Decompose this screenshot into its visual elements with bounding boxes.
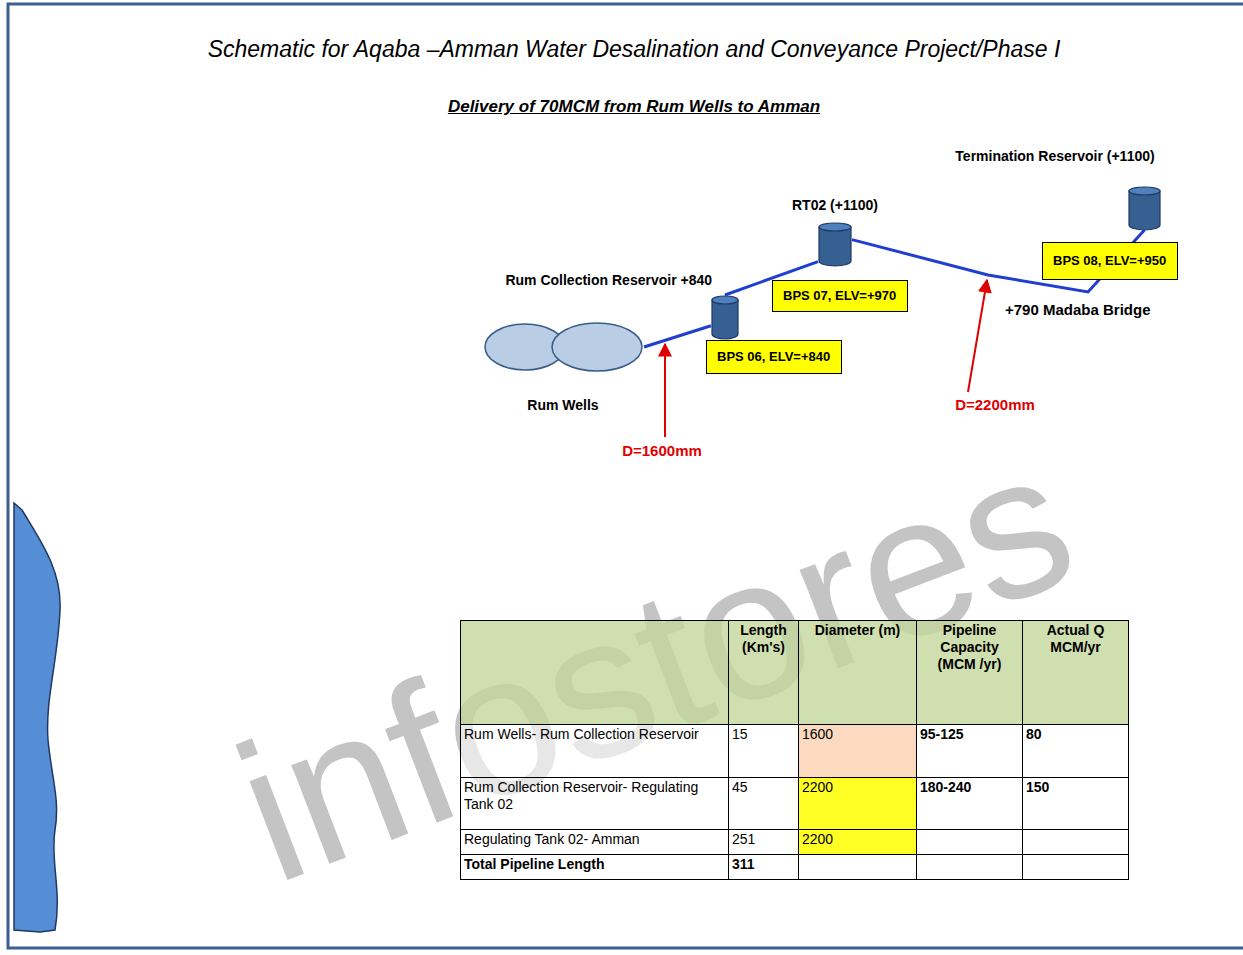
node-label: BPS 07, ELV=+970 bbox=[783, 288, 897, 304]
node-label: Rum Collection Reservoir +840 bbox=[505, 272, 712, 288]
node-label: BPS 08, ELV=+950 bbox=[1053, 253, 1167, 269]
table-text: Diameter (m) bbox=[815, 622, 901, 638]
table-cell bbox=[1023, 855, 1129, 880]
table-cell: 251 bbox=[729, 830, 799, 855]
table-cell: 2200 bbox=[799, 830, 917, 855]
table-cell: 2200 bbox=[799, 778, 917, 830]
wells-shape bbox=[484, 322, 644, 372]
diagram-title: Schematic for Aqaba –Amman Water Desalin… bbox=[208, 36, 1061, 63]
table-cell bbox=[799, 855, 917, 880]
regulating-tank: RT02 (+1100) bbox=[818, 222, 852, 266]
table-text: 2200 bbox=[802, 831, 833, 847]
table-text: 2200 bbox=[802, 779, 833, 795]
table-cell: 311 bbox=[729, 855, 799, 880]
table-cell bbox=[461, 621, 729, 725]
reservoir-tank: Rum Collection Reservoir +840 bbox=[711, 295, 739, 339]
node-label: Termination Reservoir (+1100) bbox=[955, 148, 1154, 164]
tank-top bbox=[712, 296, 738, 304]
table-cell: Rum Wells- Rum Collection Reservoir bbox=[461, 725, 729, 778]
pump-station-box: BPS 06, ELV=+840 bbox=[706, 340, 842, 374]
table-cell: 45 bbox=[729, 778, 799, 830]
tank-body bbox=[1129, 191, 1160, 230]
leader-arrow bbox=[968, 280, 987, 392]
sea-shape bbox=[14, 503, 60, 932]
pump-station-box: BPS 07, ELV=+970 bbox=[772, 280, 908, 312]
node-label: BPS 06, ELV=+840 bbox=[717, 349, 831, 365]
pump-station-box: BPS 08, ELV=+950 bbox=[1042, 242, 1178, 280]
table-cell bbox=[917, 855, 1023, 880]
tank-shape bbox=[818, 222, 852, 266]
table-cell bbox=[1023, 830, 1129, 855]
table-text: 45 bbox=[732, 779, 748, 795]
table-text: Regulating Tank 02- Amman bbox=[464, 831, 640, 847]
table-cell: Diameter (m) bbox=[799, 621, 917, 725]
termination-tank: Termination Reservoir (+1100) bbox=[1128, 186, 1161, 230]
node-label: RT02 (+1100) bbox=[792, 197, 878, 213]
table-cell: 95-125 bbox=[917, 725, 1023, 778]
page-frame bbox=[8, 4, 1243, 948]
table-cell: 150 bbox=[1023, 778, 1129, 830]
table-text: 251 bbox=[732, 831, 755, 847]
tank-shape bbox=[1128, 186, 1161, 230]
table-text: Rum Collection Reservoir- Regulating Tan… bbox=[464, 779, 698, 812]
table-text: 1600 bbox=[802, 726, 833, 742]
tank-top bbox=[1129, 187, 1160, 195]
table-text: Total Pipeline Length bbox=[464, 856, 605, 872]
table-text: 95-125 bbox=[920, 726, 964, 742]
tank-body bbox=[712, 300, 738, 339]
table-text: 80 bbox=[1026, 726, 1042, 742]
table-cell: Pipeline Capacity (MCM /yr) bbox=[917, 621, 1023, 725]
bridge-label: +790 Madaba Bridge bbox=[1005, 301, 1150, 318]
table-text: 311 bbox=[732, 856, 755, 872]
table-cell: 180-240 bbox=[917, 778, 1023, 830]
table-cell bbox=[917, 830, 1023, 855]
subtitle: Delivery of 70MCM from Rum Wells to Amma… bbox=[448, 97, 820, 117]
table-text: Actual Q MCM/yr bbox=[1047, 622, 1105, 655]
well-ellipse bbox=[552, 323, 642, 371]
leader-arrow bbox=[664, 344, 666, 437]
table-text: Rum Wells- Rum Collection Reservoir bbox=[464, 726, 699, 742]
table-cell: Regulating Tank 02- Amman bbox=[461, 830, 729, 855]
table-text: Length (Km's) bbox=[740, 622, 787, 655]
table-cell: 15 bbox=[729, 725, 799, 778]
tank-top bbox=[819, 223, 851, 231]
table-cell: Length (Km's) bbox=[729, 621, 799, 725]
diameter-label: D=2200mm bbox=[955, 396, 1035, 413]
table-text: Pipeline Capacity (MCM /yr) bbox=[938, 622, 1002, 672]
pipeline-line bbox=[644, 326, 711, 347]
tank-shape bbox=[711, 295, 739, 339]
table-cell: 80 bbox=[1023, 725, 1129, 778]
table-cell: 1600 bbox=[799, 725, 917, 778]
table-text: 15 bbox=[732, 726, 748, 742]
table-cell: Rum Collection Reservoir- Regulating Tan… bbox=[461, 778, 729, 830]
tank-body bbox=[819, 227, 851, 266]
table-text: 180-240 bbox=[920, 779, 971, 795]
table-cell: Actual Q MCM/yr bbox=[1023, 621, 1129, 725]
pipeline-table: Length (Km's) Diameter (m) Pipeline Capaci… bbox=[460, 620, 1129, 880]
table-text: 150 bbox=[1026, 779, 1049, 795]
wells-group: Rum Wells bbox=[484, 322, 644, 372]
diameter-label: D=1600mm bbox=[622, 442, 702, 459]
node-label: Rum Wells bbox=[527, 397, 598, 413]
table-cell: Total Pipeline Length bbox=[461, 855, 729, 880]
